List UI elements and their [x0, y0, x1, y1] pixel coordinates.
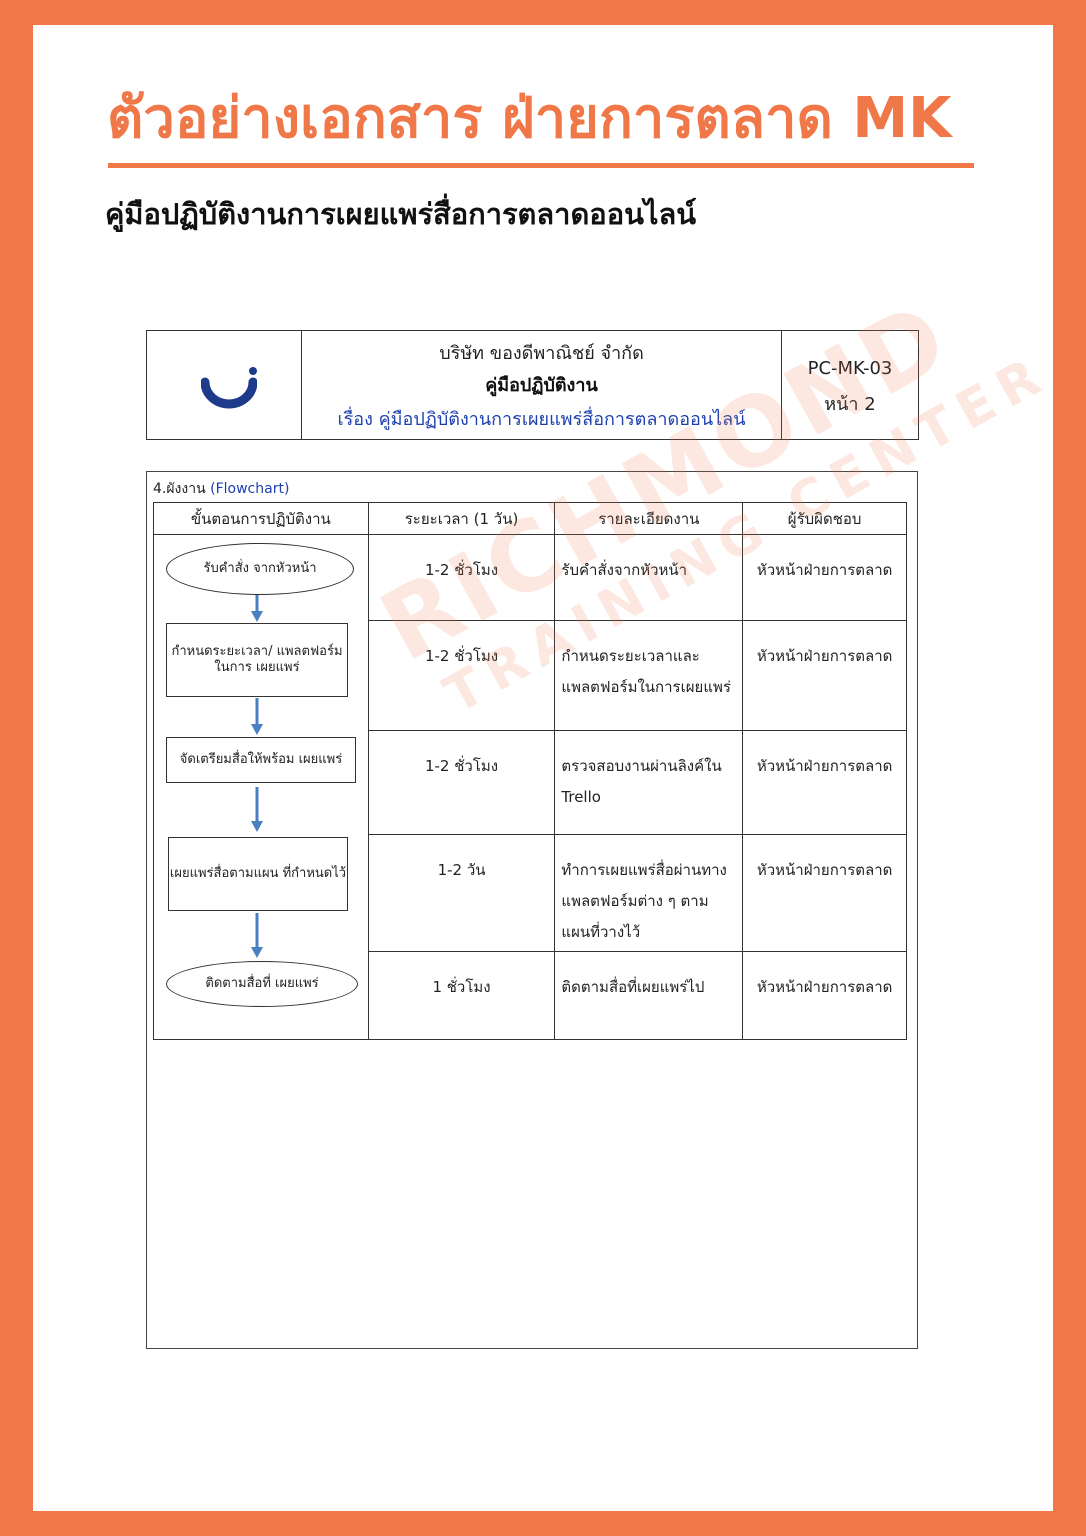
owner-cell: หัวหน้าฝ่ายการตลาด	[742, 534, 907, 621]
duration-cell: 1-2 ชั่วโมง	[367, 534, 556, 621]
duration-cell: 1-2 ชั่วโมง	[367, 620, 556, 731]
smile-logo-icon	[201, 367, 257, 409]
flowchart-heading-prefix: 4.ผังงาน	[153, 481, 206, 497]
detail-cell: ทำการเผยแพร่สื่อผ่านทางแพลตฟอร์มต่าง ๆ ต…	[554, 834, 744, 952]
owner-cell: หัวหน้าฝ่ายการตลาด	[742, 730, 907, 835]
table-row: 1-2 ชั่วโมง กำหนดระยะเวลาและแพลตฟอร์มในก…	[154, 620, 907, 731]
company-info: บริษัท ของดีพาณิชย์ จำกัด คู่มือปฏิบัติง…	[302, 331, 782, 439]
flow-step-box: กำหนดระยะเวลา/ แพลตฟอร์มในการ เผยแพร่	[166, 623, 348, 697]
manual-subject: เรื่อง คู่มือปฏิบัติงานการเผยแพร่สื่อการ…	[337, 409, 746, 430]
detail-cell: ตรวจสอบงานผ่านลิงค์ใน Trello	[554, 730, 744, 835]
flowchart-heading-en: (Flowchart)	[210, 481, 290, 497]
page-title: ตัวอย่างเอกสาร ฝ่ายการตลาด MK	[107, 86, 952, 151]
page-number: หน้า 2	[824, 394, 876, 415]
arrow-down-icon	[251, 698, 263, 735]
table-row: 1-2 วัน ทำการเผยแพร่สื่อผ่านทางแพลตฟอร์ม…	[154, 834, 907, 952]
duration-cell: 1 ชั่วโมง	[367, 951, 556, 1040]
document-sheet: ตัวอย่างเอกสาร ฝ่ายการตลาด MK คู่มือปฏิบ…	[33, 25, 1059, 1511]
doc-code: PC-MK-03	[807, 358, 893, 379]
table-row: รับคำสั่ง จากหัวหน้า กำหนดระยะเวลา/ แพลต…	[153, 534, 907, 1040]
detail-cell: ติดตามสื่อที่เผยแพร่ไป	[554, 951, 744, 1040]
column-header: รายละเอียดงาน	[554, 502, 744, 535]
column-header: ขั้นตอนการปฏิบัติงาน	[153, 502, 369, 535]
arrow-down-icon	[251, 787, 263, 832]
flow-step-box: จัดเตรียมสื่อให้พร้อม เผยแพร่	[166, 737, 356, 783]
duration-cell: 1-2 ชั่วโมง	[367, 730, 556, 835]
flowchart-section: 4.ผังงาน (Flowchart) ขั้นตอนการปฏิบัติงา…	[146, 471, 918, 1349]
flowchart-column: รับคำสั่ง จากหัวหน้า กำหนดระยะเวลา/ แพลต…	[153, 534, 369, 1040]
title-divider	[108, 163, 974, 168]
owner-cell: หัวหน้าฝ่ายการตลาด	[742, 834, 907, 952]
document-code: PC-MK-03 หน้า 2	[782, 331, 918, 439]
table-row: 1-2 ชั่วโมง ตรวจสอบงานผ่านลิงค์ใน Trello…	[154, 730, 907, 835]
detail-cell: รับคำสั่งจากหัวหน้า	[554, 534, 744, 621]
column-header: ระยะเวลา (1 วัน)	[367, 502, 556, 535]
owner-cell: หัวหน้าฝ่ายการตลาด	[742, 620, 907, 731]
duration-cell: 1-2 วัน	[367, 834, 556, 952]
company-name: บริษัท ของดีพาณิชย์ จำกัด	[439, 343, 644, 364]
flowchart-table: ขั้นตอนการปฏิบัติงาน ระยะเวลา (1 วัน) รา…	[153, 502, 907, 1040]
flow-start-oval: รับคำสั่ง จากหัวหน้า	[166, 543, 354, 595]
arrow-down-icon	[251, 595, 263, 622]
owner-cell: หัวหน้าฝ่ายการตลาด	[742, 951, 907, 1040]
flow-end-oval: ติดตามสื่อที่ เผยแพร่	[166, 961, 358, 1007]
arrow-down-icon	[251, 913, 263, 958]
page-subtitle: คู่มือปฏิบัติงานการเผยแพร่สื่อการตลาดออน…	[105, 197, 697, 231]
company-logo	[147, 331, 302, 439]
manual-label: คู่มือปฏิบัติงาน	[485, 375, 598, 396]
detail-cell: กำหนดระยะเวลาและแพลตฟอร์มในการเผยแพร่	[554, 620, 744, 731]
flow-step-box: เผยแพร่สื่อตามแผน ที่กำหนดไว้	[168, 837, 348, 911]
flowchart-heading: 4.ผังงาน (Flowchart)	[153, 478, 289, 500]
table-header-row: ขั้นตอนการปฏิบัติงาน ระยะเวลา (1 วัน) รา…	[153, 502, 907, 535]
table-row: 1 ชั่วโมง ติดตามสื่อที่เผยแพร่ไป หัวหน้า…	[154, 951, 907, 1040]
document-header: บริษัท ของดีพาณิชย์ จำกัด คู่มือปฏิบัติง…	[146, 330, 919, 440]
column-header: ผู้รับผิดชอบ	[742, 502, 907, 535]
